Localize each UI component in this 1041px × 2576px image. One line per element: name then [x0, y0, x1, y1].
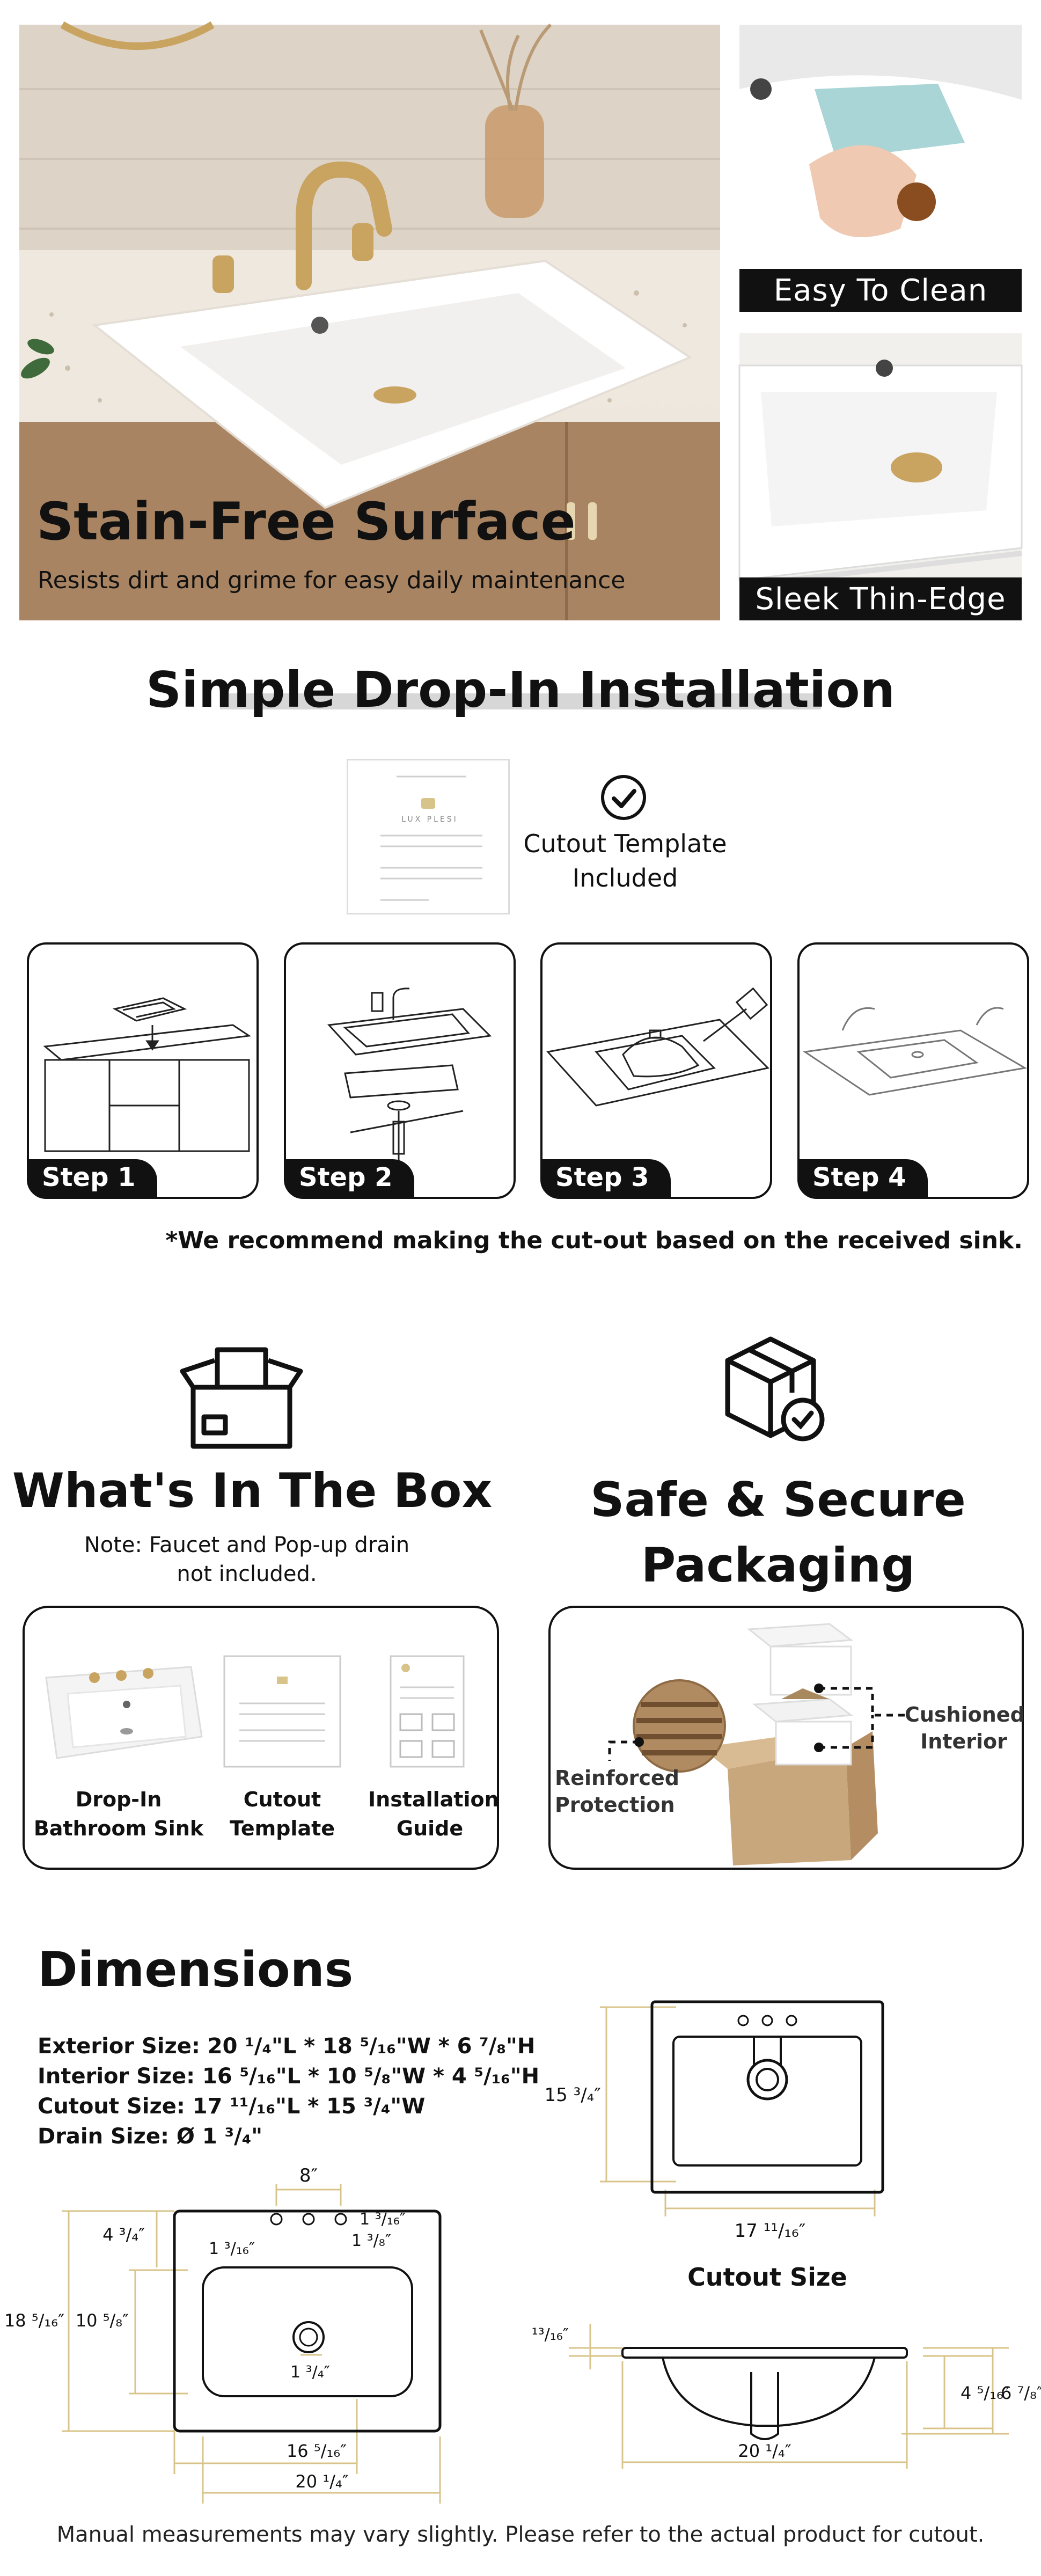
step-1-illustration [43, 997, 252, 1152]
thin-edge-illustration [738, 333, 1023, 620]
dim-hole-b: 1 ³/₈″ [351, 2231, 391, 2250]
side-dim-length: 20 ¹/₄″ [738, 2441, 791, 2461]
installation-note: *We recommend making the cut-out based o… [165, 1227, 1023, 1254]
step-card-2: Step 2 [284, 942, 516, 1199]
step-3-illustration [546, 987, 770, 1107]
hero-panel: Stain-Free Surface Resists dirt and grim… [19, 21, 720, 620]
cutout-dim-width: 17 ¹¹/₁₆″ [735, 2220, 806, 2242]
dim-drain: 1 ³/₄″ [290, 2363, 330, 2382]
step-3-label: Step 3 [543, 1159, 671, 1197]
packaging-title: Safe & Secure Packaging [590, 1472, 966, 1593]
step-4-label: Step 4 [800, 1159, 928, 1197]
dim-length-outer: 20 ¹/₄″ [295, 2471, 348, 2492]
side-dim-rim: ¹³/₁₆″ [532, 2325, 569, 2344]
dim-hole-c: 1 ³/₁₆″ [360, 2210, 406, 2229]
reinforced-protection-label: Reinforced Protection [555, 1766, 679, 1817]
dimensions-title: Dimensions [38, 1942, 354, 1998]
dimensions-footer: Manual measurements may vary slightly. P… [56, 2522, 985, 2547]
packaging-card: Reinforced Protection Cushioned Interior [548, 1606, 1025, 1870]
dim-left-offset: 4 ³/₄″ [102, 2224, 145, 2245]
box-item-template-label: Cutout Template [229, 1788, 335, 1840]
cleaning-illustration [739, 25, 1022, 312]
sink-thumbnail [45, 1666, 203, 1759]
guide-thumbnail [390, 1655, 465, 1768]
spec-exterior: Exterior Size: 20 ¹/₄"L * 18 ⁵/₁₆"W * 6 … [38, 2034, 536, 2059]
template-card: LUX PLESI [347, 759, 510, 914]
easy-to-clean-label: Easy To Clean [739, 269, 1022, 312]
dim-width-inner: 10 ⁵/₈″ [76, 2310, 129, 2331]
dim-spread: 8″ [299, 2165, 318, 2186]
box-contents-card: Drop-In Bathroom Sink Cutout Template In… [23, 1606, 499, 1870]
dim-length-inner: 16 ⁵/₁₆″ [287, 2441, 347, 2461]
step-card-1: Step 1 [27, 942, 259, 1199]
step-1-label: Step 1 [29, 1159, 157, 1197]
step-card-3: Step 3 [540, 942, 772, 1199]
sleek-thin-edge-panel: Sleek Thin-Edge [738, 333, 1023, 620]
step-card-4: Step 4 [797, 942, 1029, 1199]
template-thumbnail [223, 1655, 341, 1768]
box-item-guide-label: Installation Guide [368, 1788, 499, 1840]
packaging-illustration [608, 1623, 905, 1865]
check-icon [601, 775, 646, 820]
open-box-icon [180, 1347, 303, 1449]
dim-width-outer: 18 ⁵/₁₆″ [4, 2310, 64, 2331]
spec-interior: Interior Size: 16 ⁵/₁₆"L * 10 ⁵/₈"W * 4 … [38, 2064, 540, 2089]
dim-hole-a: 1 ³/₁₆″ [209, 2240, 255, 2258]
easy-to-clean-panel: Easy To Clean [739, 25, 1022, 312]
secure-box-icon [725, 1336, 825, 1441]
whats-in-box-title: What's In The Box [12, 1463, 493, 1518]
hero-subtitle: Resists dirt and grime for easy daily ma… [38, 567, 626, 594]
side-view-drawing: ¹³/₁₆″ 4 ⁵/₁₆″ 6 ⁷/₈″ 20 ¹/₄″ [532, 2324, 1041, 2469]
spec-cutout: Cutout Size: 17 ¹¹/₁₆"L * 15 ³/₄"W [38, 2094, 426, 2119]
template-card-drawing [380, 775, 482, 901]
cutout-view-drawing: 15 ³/₄″ 17 ¹¹/₁₆″ [545, 2000, 884, 2242]
top-view-drawing: 8″ 4 ³/₄″ 1 ³/₁₆″ 1 ³/₈″ 1 ³/₁₆″ 18 ⁵/₁₆… [4, 2165, 442, 2504]
sleek-thin-edge-label: Sleek Thin-Edge [739, 577, 1022, 620]
cutout-dim-height: 15 ³/₄″ [545, 2084, 602, 2106]
template-included-label: Cutout Template Included [523, 829, 727, 892]
cushioned-interior-label: Cushioned Interior [905, 1703, 1025, 1753]
installation-title: Simple Drop-In Installation [145, 661, 896, 719]
box-item-sink-label: Drop-In Bathroom Sink [33, 1788, 204, 1840]
hero-title: Stain-Free Surface [36, 492, 576, 552]
installation-title-highlight [220, 693, 821, 709]
side-dim-bowl-depth: 4 ⁵/₁₆″ [961, 2383, 1010, 2403]
template-card-brand: LUX PLESI [401, 815, 458, 824]
spec-drain: Drain Size: Ø 1 ³/₄" [38, 2124, 263, 2149]
step-2-label: Step 2 [286, 1159, 414, 1197]
side-dim-total-height: 6 ⁷/₈″ [1001, 2383, 1041, 2403]
cutout-size-label: Cutout Size [687, 2263, 847, 2292]
step-4-illustration [802, 1007, 1028, 1096]
hero-illustration [19, 21, 720, 620]
whats-in-box-note: Note: Faucet and Pop-up drain not includ… [84, 1533, 410, 1586]
